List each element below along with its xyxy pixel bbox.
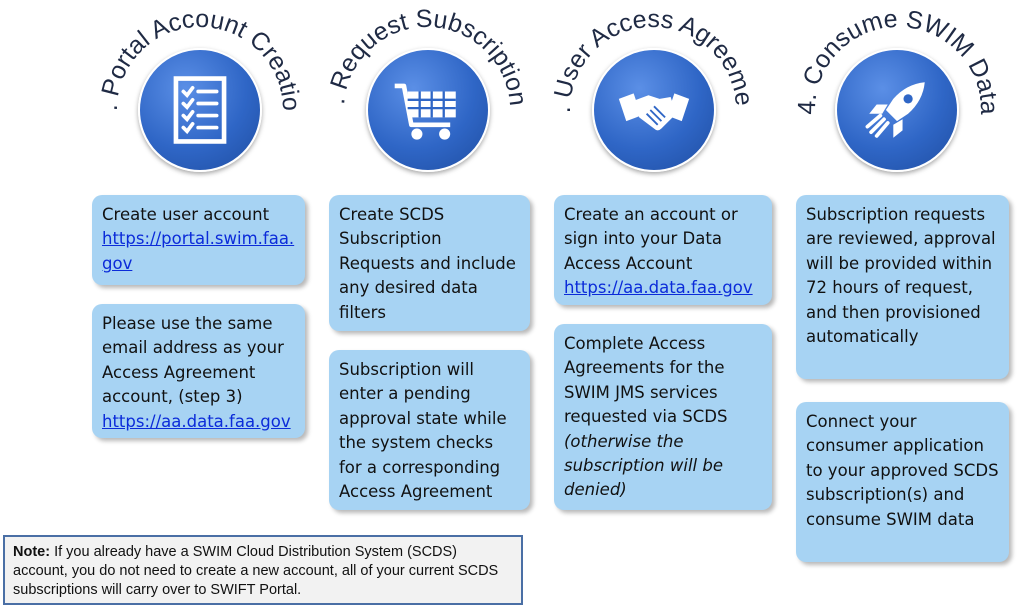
step2-box-2-text: Subscription will enter a pending approv… <box>339 360 507 502</box>
note-text: If you already have a SWIM Cloud Distrib… <box>13 544 499 598</box>
step4-circle <box>835 48 959 172</box>
step1-circle <box>138 48 262 172</box>
step2-box-1: Create SCDS Subscription Requests and in… <box>329 195 530 331</box>
step3-box-1-text: Create an account or sign into your Data… <box>564 205 738 273</box>
step1-box-1: Create user account https://portal.swim.… <box>92 195 305 285</box>
shopping-cart-icon <box>394 83 456 140</box>
step1-box-1-text: Create user account <box>102 205 270 224</box>
note-label: Note: <box>13 544 51 560</box>
step2-box-2: Subscription will enter a pending approv… <box>329 350 530 510</box>
step1-box-2-text: Please use the same email address as you… <box>102 314 284 407</box>
step4-box-2-text: Connect your consumer application to you… <box>806 412 999 529</box>
access-agreement-link-1[interactable]: https://aa.data.faa.gov <box>102 411 291 431</box>
step3-circle <box>592 48 716 172</box>
step2-box-1-text: Create SCDS Subscription Requests and in… <box>339 205 516 322</box>
step2-circle <box>366 48 490 172</box>
step1-box-2: Please use the same email address as you… <box>92 304 305 438</box>
step3-box-2: Complete Access Agreements for the SWIM … <box>554 324 772 510</box>
checklist-icon <box>173 76 227 144</box>
portal-link[interactable]: https://portal.swim.faa.gov <box>102 229 295 273</box>
note-box: Note: If you already have a SWIM Cloud D… <box>3 535 523 605</box>
access-agreement-link-2[interactable]: https://aa.data.faa.gov <box>564 278 753 298</box>
step4-box-2: Connect your consumer application to you… <box>796 402 1009 562</box>
handshake-icon <box>618 93 690 131</box>
step3-box-1: Create an account or sign into your Data… <box>554 195 772 305</box>
step4-box-1: Subscription requests are reviewed, appr… <box>796 195 1009 379</box>
rocket-icon <box>865 82 925 138</box>
step3-box-2-text: Complete Access Agreements for the SWIM … <box>564 334 728 427</box>
step3-box-2-italic: (otherwise the subscription will be deni… <box>564 431 724 500</box>
step4-box-1-text: Subscription requests are reviewed, appr… <box>806 205 996 347</box>
